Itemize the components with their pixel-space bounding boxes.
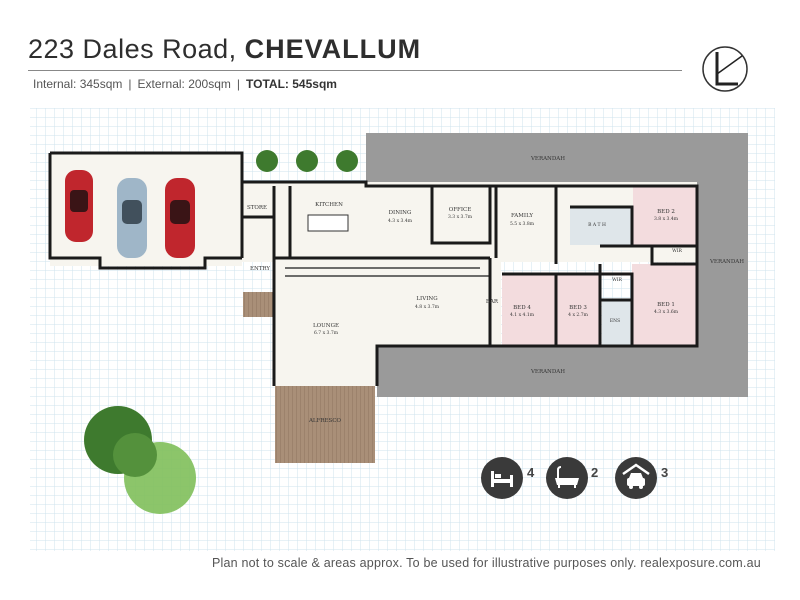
bed-icon [481, 457, 523, 499]
bathtub-icon [546, 457, 588, 499]
lounge-floor [274, 330, 377, 386]
office-label: OFFICE [449, 207, 472, 213]
shrubs [256, 150, 358, 172]
dining-label: DINING [389, 210, 412, 216]
entry-deck [243, 292, 274, 317]
bathroom-count: 2 [591, 465, 599, 480]
store-label: STORE [247, 205, 267, 211]
family-label: FAMILY [511, 213, 533, 219]
page-title: 223 Dales Road, CHEVALLUM [28, 34, 422, 64]
lounge-dim: 6.7 x 3.7m [314, 330, 339, 336]
brand-logo [702, 46, 748, 92]
verandah-bottom-label: VERANDAH [530, 369, 565, 375]
area-summary: Internal: 345sqm|External: 200sqm|TOTAL:… [33, 77, 337, 91]
bedroom-count: 4 [527, 465, 535, 480]
bed2-dim: 3.8 x 3.4m [654, 216, 679, 222]
ens-label: ENS [610, 318, 620, 324]
openings [285, 267, 490, 277]
wir-bed2-label: WIR [672, 248, 682, 254]
walls [48, 151, 699, 386]
kitchen-label: KITCHEN [315, 202, 343, 208]
dining-dim: 4.3 x 3.4m [388, 218, 413, 224]
bath-floor [570, 207, 632, 245]
bed1-dim: 4.3 x 3.6m [654, 309, 679, 315]
garage-cars [65, 170, 195, 258]
alfresco-label: ALFRESCO [308, 418, 342, 424]
bed2-floor [633, 186, 696, 246]
wir-bed1-label: WIR [612, 277, 622, 283]
car-garage-icon [615, 457, 657, 499]
garage-count: 3 [661, 465, 669, 480]
bed4-floor [502, 274, 556, 346]
title-divider [28, 70, 682, 71]
total-area: TOTAL: 545sqm [246, 77, 337, 91]
internal-area: Internal: 345sqm [33, 77, 123, 91]
lounge-label: LOUNGE [313, 323, 339, 329]
external-area: External: 200sqm [137, 77, 231, 91]
living-label: LIVING [416, 296, 437, 302]
bed4-dim: 4.1 x 4.1m [510, 312, 535, 318]
alfresco-deck [275, 386, 375, 463]
bar-label: BAR [486, 299, 499, 305]
bed3-dim: 4 x 2.7m [568, 312, 588, 318]
living-dim: 4.8 x 3.7m [415, 304, 440, 310]
bath-label: B A T H [588, 222, 606, 228]
trees [84, 406, 196, 514]
kitchen-island [307, 214, 349, 232]
bed1-label: BED 1 [657, 302, 675, 308]
bed4-label: BED 4 [513, 305, 531, 311]
bed3-label: BED 3 [569, 305, 587, 311]
bed1-floor [632, 264, 697, 346]
disclaimer-text: Plan not to scale & areas approx. To be … [212, 556, 761, 570]
verandah-top-label: VERANDAH [530, 156, 565, 162]
ens-floor [602, 300, 632, 346]
office-dim: 3.3 x 3.7m [448, 214, 473, 220]
verandah-right-label: VERANDAH [709, 259, 744, 265]
bed2-label: BED 2 [657, 209, 675, 215]
verandah-area [366, 133, 748, 397]
entry-label: ENTRY [250, 266, 270, 272]
family-dim: 5.5 x 3.8m [510, 221, 535, 227]
bed3-floor [556, 274, 600, 346]
